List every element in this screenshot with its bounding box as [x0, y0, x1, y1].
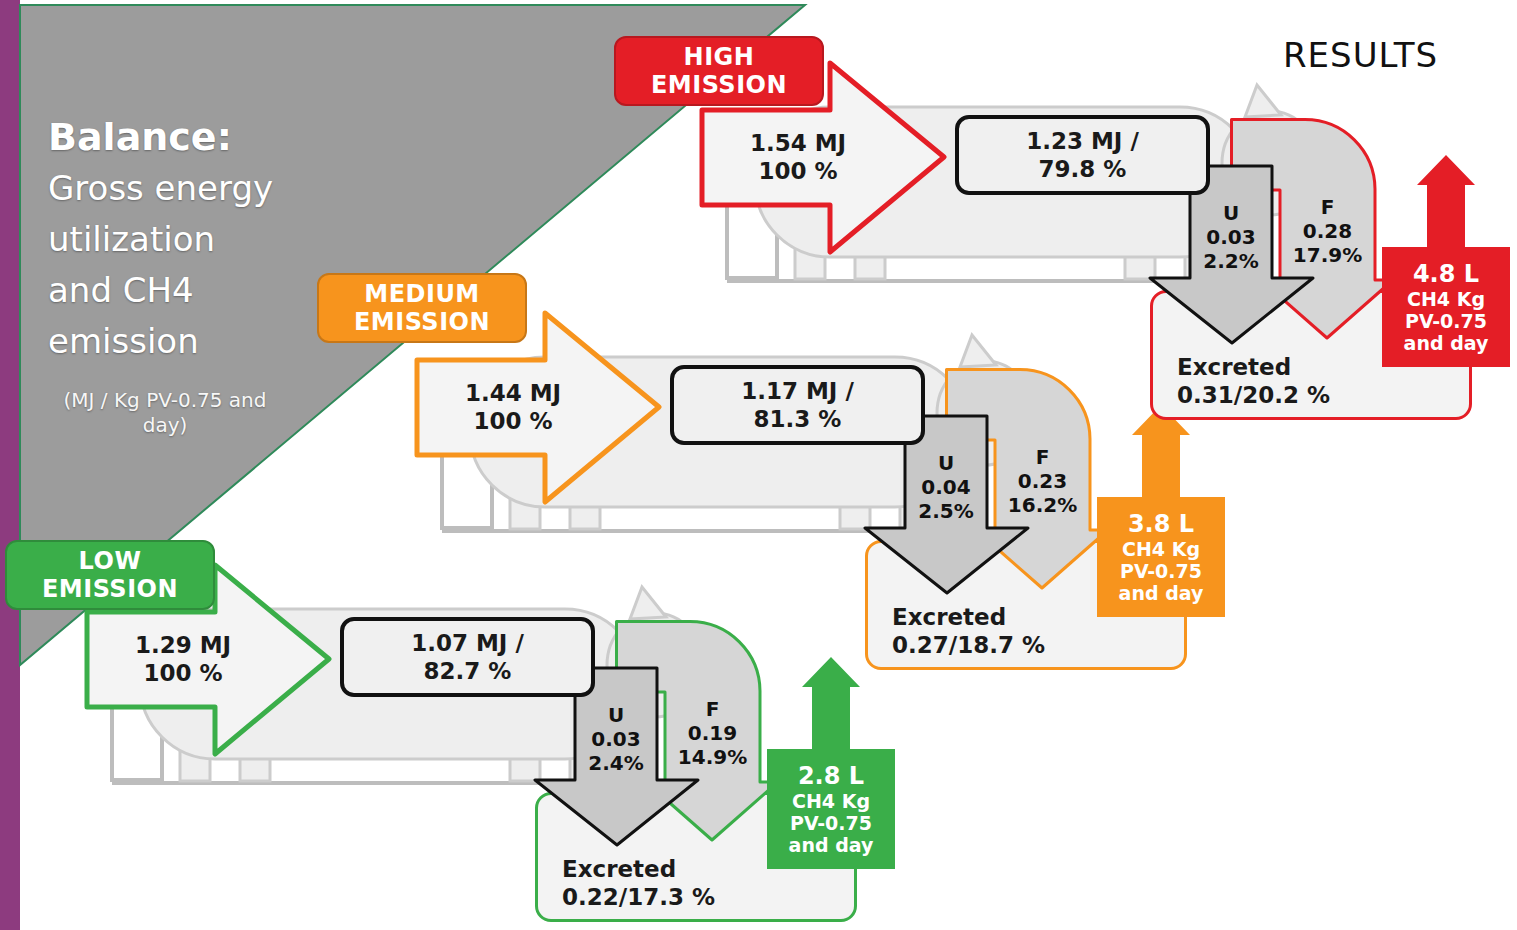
gross-energy-arrow-shape — [702, 63, 944, 252]
methane-box: 2.8 LCH4 Kg PV-0.75 and day — [767, 749, 895, 869]
methane-up-arrow — [802, 657, 860, 749]
text-block: 1.17 MJ / 81.3 % — [715, 377, 880, 433]
text-block: LOW EMISSION — [42, 547, 178, 603]
text-block: MEDIUM EMISSION — [354, 280, 490, 336]
energy-box-text: 1.07 MJ / 82.7 % — [385, 629, 550, 685]
gross-energy-arrow-text: 1.54 MJ 100 % — [728, 129, 868, 185]
text-block: F 0.28 17.9% — [1280, 195, 1375, 267]
methane-box-text: CH4 Kg PV-0.75 and day — [1109, 538, 1213, 604]
gross-energy-arrow-shape — [87, 565, 329, 754]
gross-energy-arrow-text: 1.29 MJ 100 % — [113, 631, 253, 687]
text-block: F 0.19 14.9% — [665, 697, 760, 769]
methane-box-text: 3.8 L — [1109, 510, 1213, 538]
methane-up-arrow — [1417, 155, 1475, 247]
label-block: (MJ / Kg PV-0.75 and day) — [50, 388, 280, 438]
methane-box-text: 4.8 L — [1394, 260, 1498, 288]
text-block: 1.29 MJ 100 % — [113, 631, 253, 687]
label-block: RESULTS — [1283, 34, 1513, 76]
excreted-box-text: Excreted 0.22/17.3 % — [562, 855, 762, 911]
diagram-title: Balance: Gross energy utilization and CH… — [48, 112, 282, 367]
feces-arrow-text: F 0.19 14.9% — [678, 697, 747, 769]
section-heading: RESULTS — [1283, 34, 1513, 76]
title-block: Balance: Gross energy utilization and CH… — [48, 112, 282, 367]
text-block: 1.44 MJ 100 % — [443, 379, 583, 435]
text-block: HIGH EMISSION — [651, 43, 787, 99]
excreted-box-text: Excreted 0.31/20.2 % — [1177, 353, 1377, 409]
text-block: U 0.03 2.4% — [575, 703, 657, 775]
gross-energy-arrow-text: 1.44 MJ 100 % — [443, 379, 583, 435]
text-block: Excreted 0.31/20.2 % — [1177, 353, 1377, 409]
text-block: 3.8 LCH4 Kg PV-0.75 and day — [1109, 510, 1213, 604]
emission-level-label: LOW EMISSION — [5, 540, 215, 610]
text-block: 1.07 MJ / 82.7 % — [385, 629, 550, 685]
text-block: U 0.03 2.2% — [1190, 201, 1272, 273]
urine-arrow-text: U 0.03 2.2% — [1203, 201, 1258, 273]
gross-energy-arrow-shape — [417, 313, 659, 502]
text-block: 2.8 LCH4 Kg PV-0.75 and day — [779, 762, 883, 856]
emission-level-label-text: LOW EMISSION — [42, 547, 178, 603]
methane-box-text: 2.8 L — [779, 762, 883, 790]
energy-box-text: 1.23 MJ / 79.8 % — [1000, 127, 1165, 183]
methane-box-text: CH4 Kg PV-0.75 and day — [779, 790, 883, 856]
methane-box-text: CH4 Kg PV-0.75 and day — [1394, 288, 1498, 354]
text-block: Excreted 0.27/18.7 % — [892, 603, 1092, 659]
emission-level-label-text: HIGH EMISSION — [651, 43, 787, 99]
energy-box: 1.17 MJ / 81.3 % — [670, 365, 925, 445]
emission-level-label: MEDIUM EMISSION — [317, 273, 527, 343]
text-block: F 0.23 16.2% — [995, 445, 1090, 517]
text-block: U 0.04 2.5% — [905, 451, 987, 523]
energy-box: 1.23 MJ / 79.8 % — [955, 115, 1210, 195]
feces-arrow-text: F 0.28 17.9% — [1293, 195, 1362, 267]
side-bar — [0, 0, 20, 930]
energy-box: 1.07 MJ / 82.7 % — [340, 617, 595, 697]
unit-note: (MJ / Kg PV-0.75 and day) — [50, 388, 280, 438]
text-block: 1.23 MJ / 79.8 % — [1000, 127, 1165, 183]
methane-box: 4.8 LCH4 Kg PV-0.75 and day — [1382, 247, 1510, 367]
energy-box-text: 1.17 MJ / 81.3 % — [715, 377, 880, 433]
excreted-box-text: Excreted 0.27/18.7 % — [892, 603, 1092, 659]
feces-arrow-text: F 0.23 16.2% — [1008, 445, 1077, 517]
emission-level-label: HIGH EMISSION — [614, 36, 824, 106]
text-block: Excreted 0.22/17.3 % — [562, 855, 762, 911]
text-block: 1.54 MJ 100 % — [728, 129, 868, 185]
urine-arrow-text: U 0.03 2.4% — [588, 703, 643, 775]
text-block: 4.8 LCH4 Kg PV-0.75 and day — [1394, 260, 1498, 354]
methane-box: 3.8 LCH4 Kg PV-0.75 and day — [1097, 497, 1225, 617]
emission-level-label-text: MEDIUM EMISSION — [354, 280, 490, 336]
urine-arrow-text: U 0.04 2.5% — [918, 451, 973, 523]
